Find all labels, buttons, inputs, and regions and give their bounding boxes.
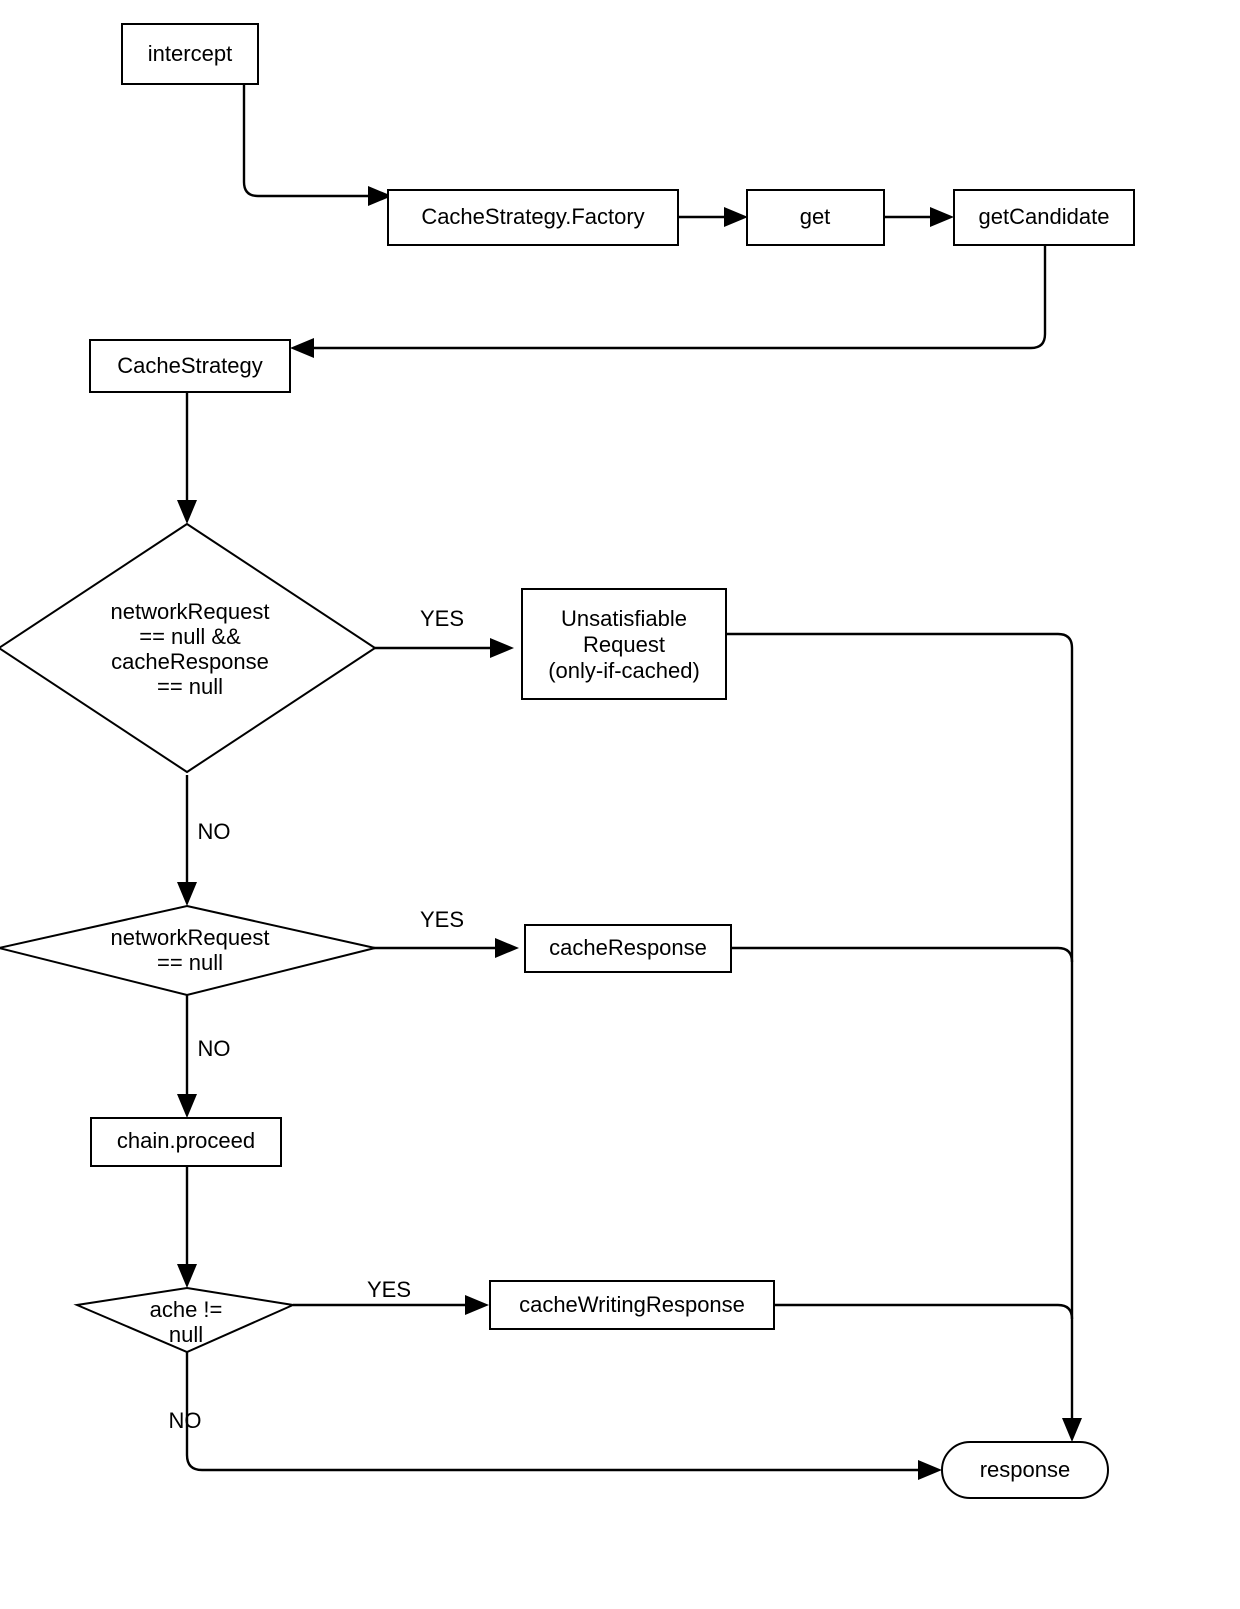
arrow-head-icon [368, 186, 392, 206]
node-decision-network-null[interactable]: networkRequest == null [0, 904, 376, 997]
node-decision-both-null-line2: == null && [139, 624, 241, 649]
node-decision-both-null-shape[interactable] [0, 522, 377, 774]
arrow-head-icon [177, 500, 197, 524]
node-decision-network-null-line2: == null [157, 950, 223, 975]
edge-label-no-1: NO [198, 819, 231, 844]
edge-getcandidate-to-cachestrategy [290, 245, 1047, 358]
node-decision-both-null-line1: networkRequest [111, 599, 270, 624]
arrow-head-icon [495, 938, 519, 958]
node-get-candidate-shape[interactable] [953, 189, 1135, 246]
node-decision-both-null-line3: cacheResponse [111, 649, 269, 674]
edge-label-yes-2: YES [420, 907, 464, 932]
node-get-candidate-label: getCandidate [979, 204, 1110, 229]
node-decision-cache-not-null-shape[interactable] [73, 1286, 297, 1354]
node-cache-strategy-factory[interactable]: CacheStrategy.Factory [387, 189, 679, 246]
node-cache-response-shape[interactable] [524, 924, 732, 973]
node-unsatisfiable-request-line1: Unsatisfiable [561, 606, 687, 631]
arrow-head-icon [490, 638, 514, 658]
node-cache-strategy[interactable]: CacheStrategy [89, 339, 291, 393]
node-unsatisfiable-request-shape[interactable] [521, 588, 727, 700]
edge-decision3-yes: YES [293, 1277, 489, 1315]
edge-cachestrategy-to-decision1 [177, 392, 197, 524]
edge-cacheresponse-to-response [731, 946, 1074, 963]
arrow-head-icon [177, 1264, 197, 1288]
node-cache-writing-response-label: cacheWritingResponse [519, 1292, 745, 1317]
arrow-head-icon [1062, 1418, 1082, 1442]
edge-factory-to-get [678, 207, 748, 227]
node-intercept-label: intercept [148, 41, 232, 66]
arrow-head-icon [465, 1295, 489, 1315]
edge-decision2-yes: YES [361, 907, 519, 958]
edge-label-no-3: NO [169, 1408, 202, 1433]
edge-decision1-yes: YES [361, 606, 514, 658]
node-intercept-shape[interactable] [121, 23, 259, 85]
node-get-shape[interactable] [746, 189, 885, 246]
node-decision-both-null[interactable]: networkRequest == null && cacheResponse … [0, 522, 377, 774]
node-response[interactable]: response [941, 1441, 1109, 1499]
node-chain-proceed-shape[interactable] [90, 1117, 282, 1167]
node-decision-both-null-line4: == null [157, 674, 223, 699]
node-unsatisfiable-request[interactable]: Unsatisfiable Request (only-if-cached) [521, 588, 727, 700]
node-chain-proceed-label: chain.proceed [117, 1128, 255, 1153]
edge-label-no-2: NO [198, 1036, 231, 1061]
node-unsatisfiable-request-line2: Request [583, 632, 665, 657]
node-decision-cache-not-null[interactable]: ache != null [73, 1286, 297, 1354]
node-cache-strategy-factory-shape[interactable] [387, 189, 679, 246]
node-cache-writing-response-shape[interactable] [489, 1280, 775, 1330]
node-get[interactable]: get [746, 189, 885, 246]
node-get-candidate[interactable]: getCandidate [953, 189, 1135, 246]
edge-label-yes-1: YES [420, 606, 464, 631]
node-cache-response[interactable]: cacheResponse [524, 924, 732, 973]
node-cache-response-label: cacheResponse [549, 935, 707, 960]
edge-intercept-to-factory [242, 84, 392, 206]
node-intercept[interactable]: intercept [121, 23, 259, 85]
arrow-head-icon [177, 882, 197, 906]
arrow-head-icon [724, 207, 748, 227]
node-decision-network-null-shape[interactable] [0, 904, 376, 997]
edge-label-yes-3: YES [367, 1277, 411, 1302]
edge-cachewritingresponse-to-response [774, 1303, 1074, 1320]
node-response-shape[interactable] [941, 1441, 1109, 1499]
node-response-label: response [980, 1457, 1071, 1482]
edge-unsatisfiable-to-response [726, 632, 1082, 1442]
node-cache-strategy-shape[interactable] [89, 339, 291, 393]
node-cache-strategy-factory-label: CacheStrategy.Factory [421, 204, 644, 229]
arrow-head-icon [177, 1094, 197, 1118]
node-cache-strategy-label: CacheStrategy [117, 353, 263, 378]
edge-decision3-no: NO [169, 1352, 942, 1480]
arrow-head-icon [290, 338, 314, 358]
node-chain-proceed[interactable]: chain.proceed [90, 1117, 282, 1167]
arrow-head-icon [918, 1460, 942, 1480]
node-decision-cache-not-null-line1: ache != [150, 1297, 223, 1322]
node-decision-network-null-line1: networkRequest [111, 925, 270, 950]
arrow-head-icon [930, 207, 954, 227]
edge-chainproceed-to-decision3 [177, 1166, 197, 1288]
node-cache-writing-response[interactable]: cacheWritingResponse [489, 1280, 775, 1330]
edge-get-to-getcandidate [884, 207, 954, 227]
edge-decision2-no: NO [177, 994, 231, 1118]
node-unsatisfiable-request-line3: (only-if-cached) [548, 658, 700, 683]
node-decision-cache-not-null-line2: null [169, 1322, 203, 1347]
edge-decision1-no: NO [177, 775, 231, 906]
node-get-label: get [800, 204, 831, 229]
